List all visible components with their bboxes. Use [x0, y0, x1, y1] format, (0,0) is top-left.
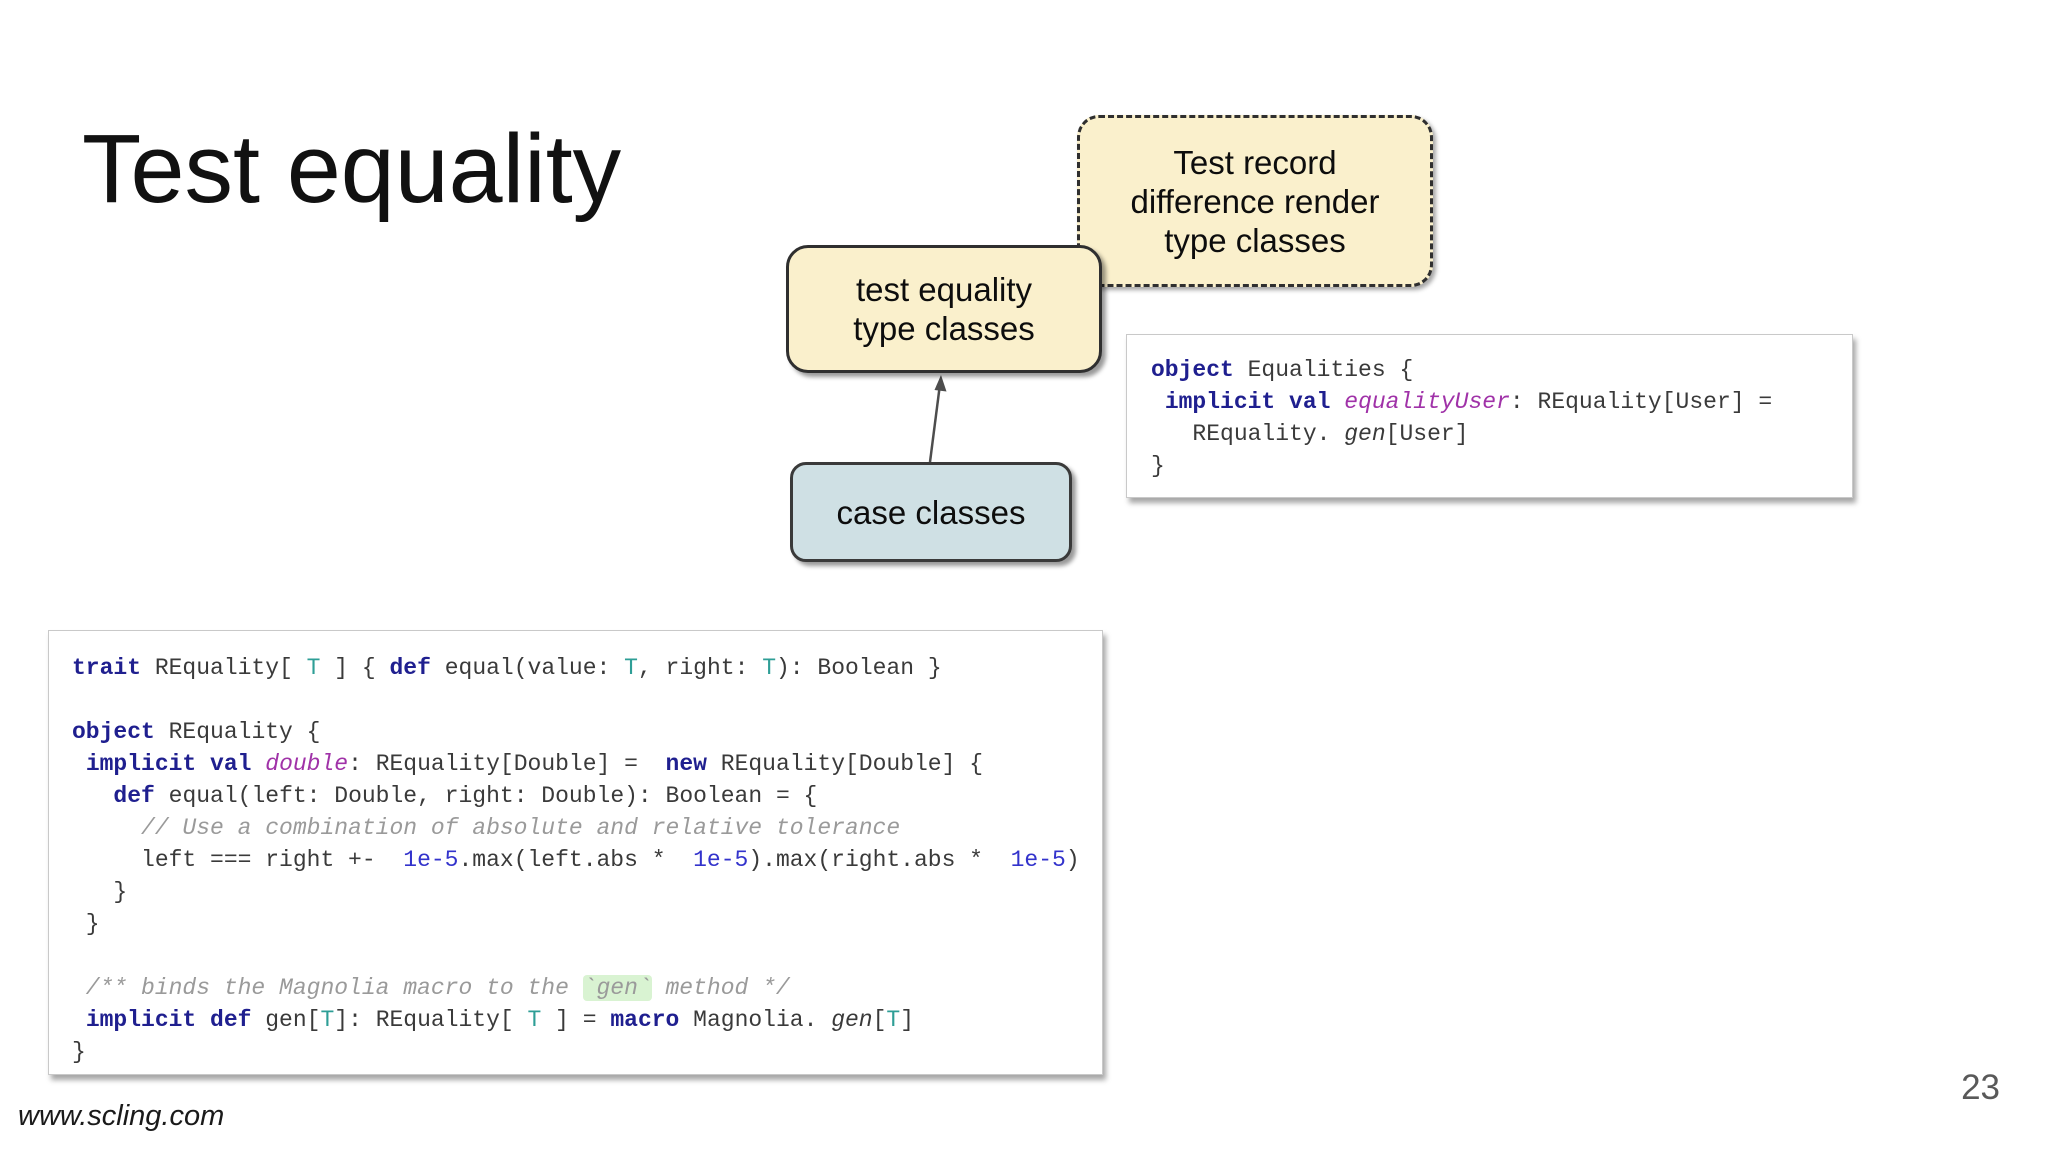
code-line: implicit def gen[T]: REquality[ T ] = ma…	[85, 1007, 915, 1033]
node-label-line: type classes	[1164, 221, 1346, 259]
node-test-equality-type-classes: test equality type classes	[786, 245, 1102, 373]
code-line: object Equalities {	[1151, 357, 1414, 383]
code-line: }	[1151, 453, 1165, 479]
code-line: /** binds the Magnolia macro to the `gen…	[72, 975, 790, 1001]
code-line: // Use a combination of absolute and rel…	[72, 815, 901, 841]
node-test-record-difference-render: Test record difference render type class…	[1077, 115, 1433, 287]
code-line: object REquality {	[72, 719, 321, 745]
node-label-line: Test record	[1173, 143, 1337, 181]
footer-url: www.scling.com	[18, 1100, 225, 1132]
node-label: case classes	[836, 493, 1026, 531]
node-label: Test record difference render type class…	[1131, 143, 1380, 260]
code-line: implicit val double: REquality[Double] =…	[85, 751, 984, 777]
node-label-line: type classes	[853, 310, 1035, 347]
arrow-up-connector	[928, 375, 947, 463]
node-label: test equality type classes	[853, 270, 1035, 348]
node-label-line: test equality	[855, 271, 1033, 308]
node-label-line: difference render	[1130, 182, 1380, 220]
page-title: Test equality	[82, 114, 622, 223]
code-panel-equalities: object Equalities { implicit val equalit…	[1126, 334, 1853, 498]
code-line	[72, 684, 1092, 716]
code-line	[72, 940, 1092, 972]
code-line: }	[72, 911, 100, 937]
code-line: }	[72, 1039, 86, 1065]
code-line: left === right +- 1e-5.max(left.abs * 1e…	[72, 847, 1080, 873]
code-line: }	[72, 879, 128, 905]
code-panel-requality: trait REquality[ T ] { def equal(value: …	[48, 630, 1103, 1075]
code-line: trait REquality[ T ] { def equal(value: …	[72, 655, 942, 681]
node-case-classes: case classes	[790, 462, 1072, 562]
code-line: implicit val equalityUser: REquality[Use…	[1164, 389, 1773, 415]
code-line: def equal(left: Double, right: Double): …	[113, 783, 818, 809]
code-line: REquality. gen[User]	[1151, 421, 1469, 447]
page-number: 23	[1961, 1068, 2000, 1107]
